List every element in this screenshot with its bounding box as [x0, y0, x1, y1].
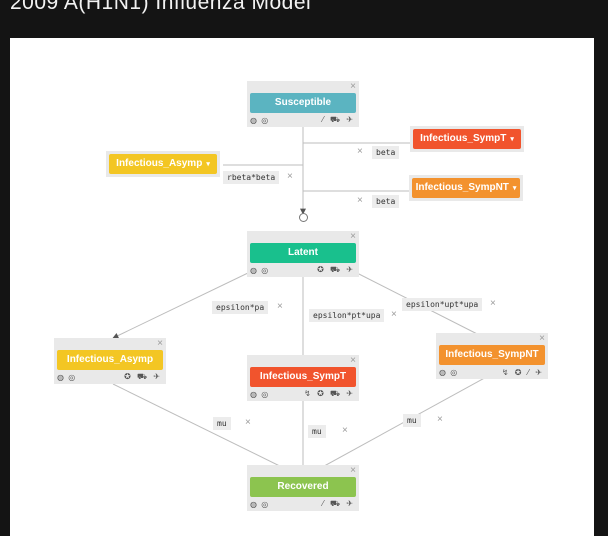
source-dropdown-sympT[interactable]: Infectious_SympT▾ [410, 126, 524, 152]
action-icons[interactable]: ✪ ⛟ ✈ [124, 372, 162, 381]
model-canvas: × Susceptible ◍ ◎ ⁄ ⛟ ✈ × Latent ◍ ◎ ✪ ⛟… [10, 38, 594, 536]
rate-label-mu[interactable]: mu [403, 414, 421, 427]
edge-latent-asymp [112, 271, 251, 339]
info-settings-icons[interactable]: ◍ ◎ [250, 116, 270, 125]
close-icon[interactable]: × [350, 355, 356, 366]
node-infectious-sympT[interactable]: × Infectious_SympT ◍ ◎ ↯ ✪ ⛟ ✈ [247, 355, 359, 401]
junction-node[interactable] [299, 213, 308, 222]
action-icons[interactable]: ↯ ✪ ⛟ ✈ [304, 389, 355, 398]
source-label: Infectious_SympT [420, 133, 507, 144]
info-settings-icons[interactable]: ◍ ◎ [57, 373, 77, 382]
node-recovered[interactable]: × Recovered ◍ ◎ ⁄ ⛟ ✈ [247, 465, 359, 511]
remove-icon[interactable]: × [437, 414, 443, 425]
close-icon[interactable]: × [157, 338, 163, 349]
source-bar: Infectious_SympNT▾ [412, 178, 520, 198]
remove-icon[interactable]: × [277, 301, 283, 312]
info-settings-icons[interactable]: ◍ ◎ [250, 390, 270, 399]
rate-label-epsilon-pa[interactable]: epsilon*pa [212, 301, 269, 314]
source-bar: Infectious_SympT▾ [413, 129, 521, 149]
action-icons[interactable]: ⁄ ⛟ ✈ [322, 115, 355, 124]
node-label: Latent [250, 243, 356, 263]
close-icon[interactable]: × [350, 465, 356, 476]
chevron-down-icon[interactable]: ▾ [510, 136, 514, 143]
chevron-down-icon[interactable]: ▾ [206, 161, 210, 168]
page-title: 2009 A(H1N1) Influenza Model [10, 0, 312, 14]
node-label: Infectious_Asymp [57, 350, 163, 370]
rate-label-mu[interactable]: mu [308, 425, 326, 438]
info-settings-icons[interactable]: ◍ ◎ [250, 266, 270, 275]
close-icon[interactable]: × [350, 231, 356, 242]
info-settings-icons[interactable]: ◍ ◎ [439, 368, 459, 377]
chevron-down-icon[interactable]: ▾ [512, 185, 517, 192]
remove-icon[interactable]: × [357, 195, 363, 206]
rate-label-beta[interactable]: beta [372, 195, 400, 208]
node-label: Susceptible [250, 93, 356, 113]
remove-icon[interactable]: × [357, 146, 363, 157]
edge-sympNT-recovered [305, 374, 491, 477]
remove-icon[interactable]: × [287, 171, 293, 182]
node-label: Infectious_SympNT [439, 345, 545, 365]
close-icon[interactable]: × [539, 333, 545, 344]
action-icons[interactable]: ↯ ✪ ⁄ ✈ [501, 368, 544, 377]
rate-label-epsilon-upt-upa[interactable]: epsilon*upt*upa [402, 298, 483, 311]
source-bar: Infectious_Asymp▾ [109, 154, 217, 174]
action-icons[interactable]: ⁄ ⛟ ✈ [322, 499, 355, 508]
remove-icon[interactable]: × [245, 417, 251, 428]
node-label: Infectious_SympT [250, 367, 356, 387]
source-dropdown-sympNT[interactable]: Infectious_SympNT▾ [409, 175, 523, 201]
node-latent[interactable]: × Latent ◍ ◎ ✪ ⛟ ✈ [247, 231, 359, 277]
rate-label-rbeta[interactable]: rbeta*beta [223, 171, 280, 184]
source-label: Infectious_Asymp [116, 158, 203, 169]
remove-icon[interactable]: × [342, 425, 348, 436]
remove-icon[interactable]: × [490, 298, 496, 309]
rate-label-epsilon-pt-upa[interactable]: epsilon*pt*upa [309, 309, 385, 322]
rate-label-mu[interactable]: mu [213, 417, 231, 430]
source-label: Infectious_SympNT [415, 182, 509, 193]
action-icons[interactable]: ✪ ⛟ ✈ [317, 265, 355, 274]
rate-label-beta[interactable]: beta [372, 146, 400, 159]
remove-icon[interactable]: × [391, 309, 397, 320]
node-infectious-asymp[interactable]: × Infectious_Asymp ◍ ◎ ✪ ⛟ ✈ [54, 338, 166, 384]
edge-asymp-recovered [112, 383, 301, 477]
source-dropdown-asymp[interactable]: Infectious_Asymp▾ [106, 151, 220, 177]
info-settings-icons[interactable]: ◍ ◎ [250, 500, 270, 509]
node-label: Recovered [250, 477, 356, 497]
close-icon[interactable]: × [350, 81, 356, 92]
node-infectious-sympNT[interactable]: × Infectious_SympNT ◍ ◎ ↯ ✪ ⁄ ✈ [436, 333, 548, 379]
node-susceptible[interactable]: × Susceptible ◍ ◎ ⁄ ⛟ ✈ [247, 81, 359, 127]
